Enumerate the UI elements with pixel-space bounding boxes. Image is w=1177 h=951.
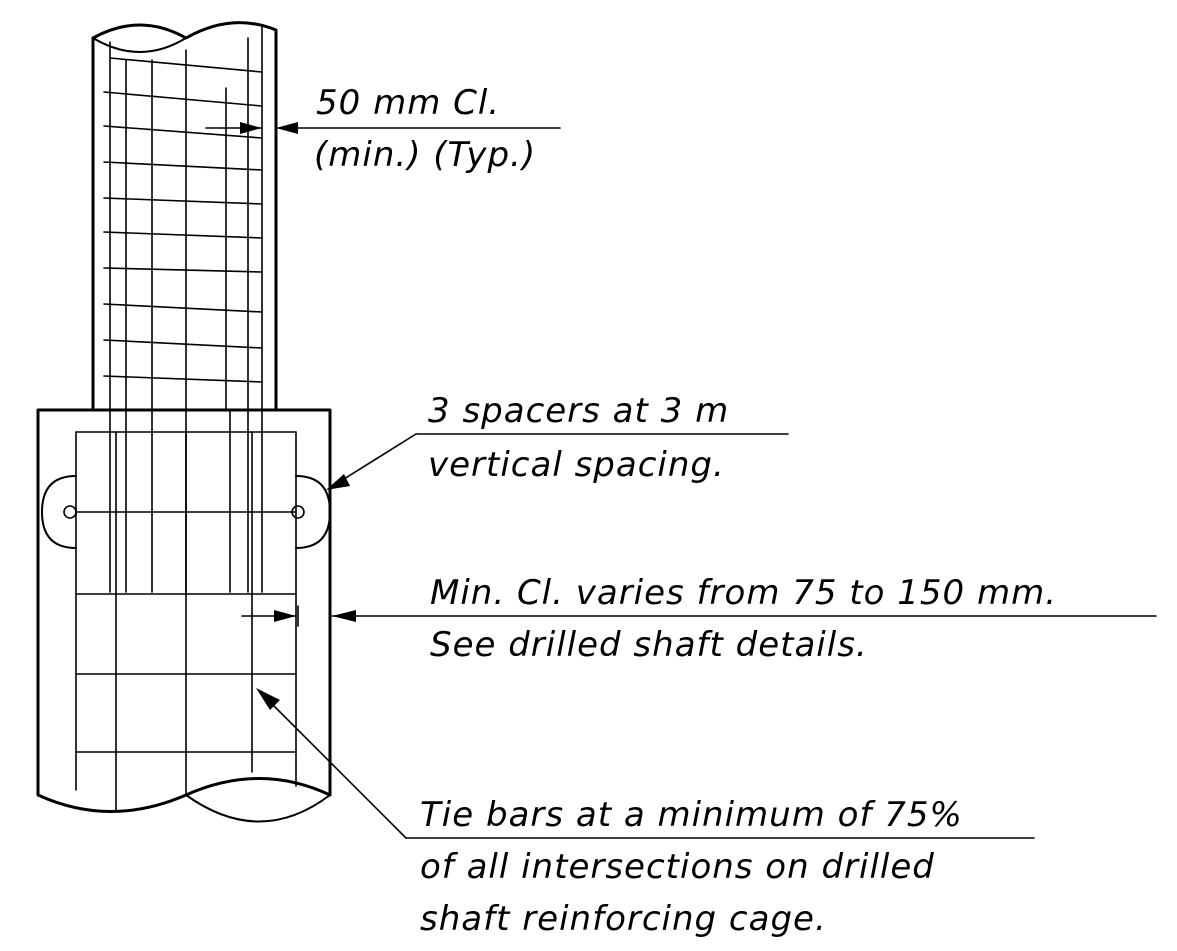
upper-column-break-line [92, 37, 187, 53]
note-tie-bars-line1: Tie bars at a minimum of 75% [420, 795, 963, 835]
upper-column [91, 21, 278, 412]
note-min-cover-line2: See drilled shaft details. [430, 625, 868, 665]
note-cover-top-line1: 50 mm Cl. [316, 83, 500, 123]
note-spacers-line1: 3 spacers at 3 m [428, 391, 729, 431]
upper-spiral-hoops [103, 57, 263, 383]
note-min-cover-line1: Min. Cl. varies from 75 to 150 mm. [430, 573, 1057, 613]
note-spacers-line2: vertical spacing. [428, 445, 725, 485]
leader-tie-bars [256, 688, 1035, 839]
leader-min-cover [241, 605, 1157, 627]
note-tie-bars-line2: of all intersections on drilled [420, 847, 935, 887]
note-tie-bars-line3: shaft reinforcing cage. [420, 899, 827, 939]
leader-cover-top [205, 122, 561, 134]
drilled-shaft-break-line [185, 794, 331, 823]
spacer-left [41, 475, 77, 549]
shaft-reinforcing-cage [75, 409, 297, 811]
leader-spacers [326, 433, 789, 490]
spacer-right [291, 475, 331, 549]
note-cover-top-line2: (min.) (Typ.) [314, 135, 536, 175]
